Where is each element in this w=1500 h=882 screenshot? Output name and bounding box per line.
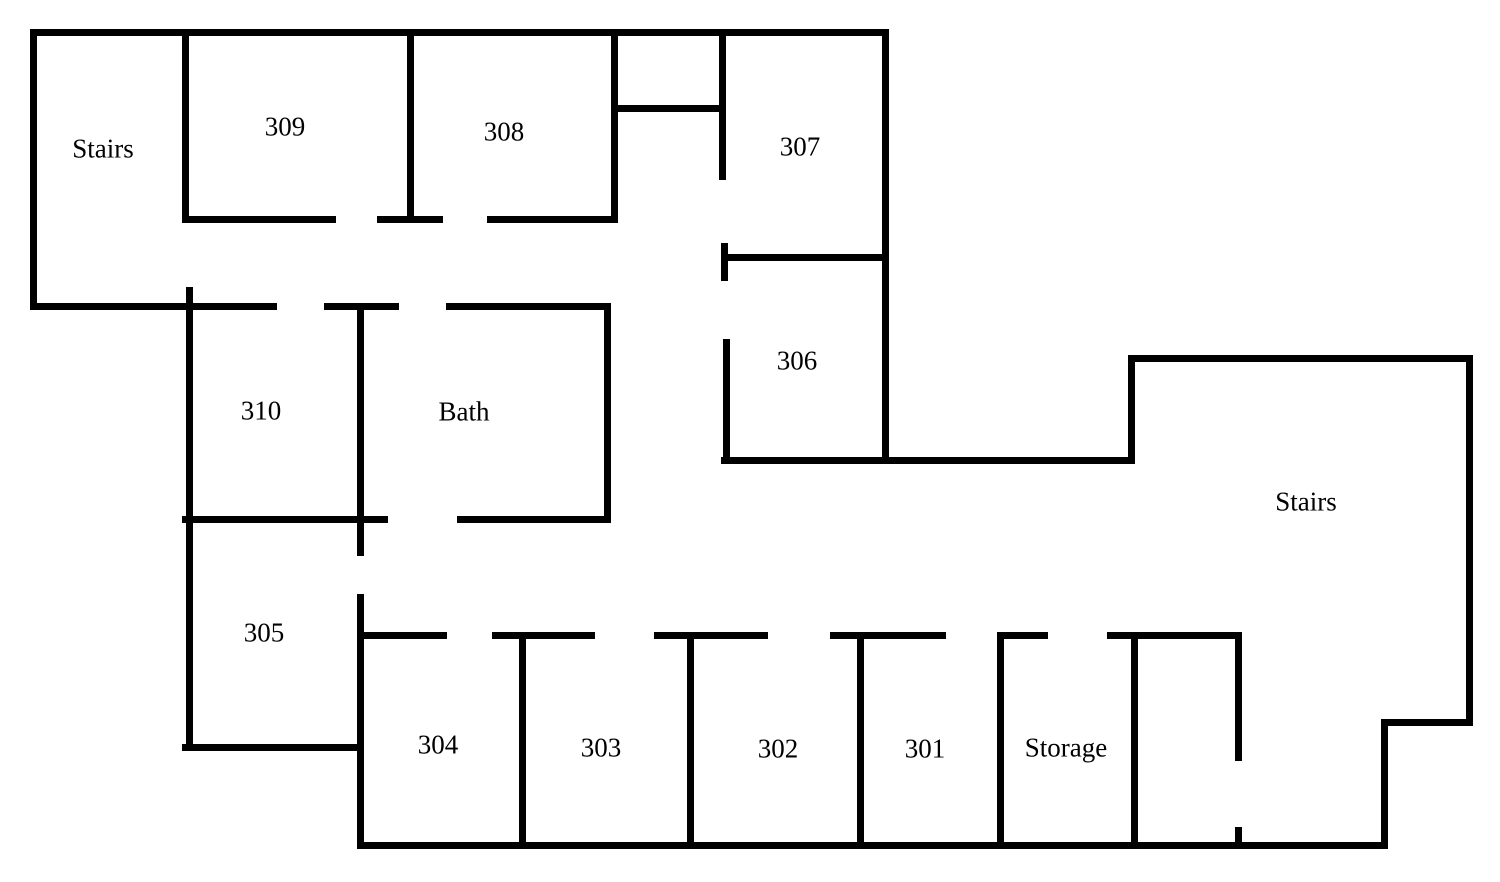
wall-segment [182,516,388,523]
room-label-bath: Bath [438,396,490,427]
room-label-302: 302 [757,733,799,764]
wall-segment [726,254,889,261]
wall-segment [687,632,694,849]
room-label-storage: Storage [1024,732,1108,763]
wall-segment [30,29,889,36]
wall-segment [357,842,1388,849]
wall-segment [182,744,364,751]
wall-segment [611,29,618,223]
room-label-303: 303 [580,732,622,763]
wall-segment [1466,355,1473,726]
wall-segment [1381,719,1473,726]
room-label-307: 307 [779,131,821,162]
wall-segment [882,29,889,464]
wall-segment [357,594,364,849]
wall-segment [611,105,726,112]
wall-segment [1128,355,1473,362]
wall-segment [1235,632,1242,761]
wall-segment [1131,632,1138,849]
wall-segment [30,303,277,310]
wall-segment [1128,355,1135,464]
wall-segment [830,632,946,639]
room-label-stairs: Stairs [72,133,134,164]
wall-segment [654,632,768,639]
room-label-309: 309 [264,111,306,142]
wall-segment [357,632,447,639]
wall-segment [407,29,414,223]
wall-segment [723,339,730,464]
wall-segment [519,632,526,849]
wall-segment [1107,632,1242,639]
wall-segment [30,29,37,310]
wall-segment [719,29,726,180]
room-label-304: 304 [417,729,459,760]
room-label-305: 305 [243,617,285,648]
wall-segment [997,632,1004,849]
wall-segment [721,457,1135,464]
wall-segment [186,287,193,751]
room-label-308: 308 [483,116,525,147]
room-label-301: 301 [904,733,946,764]
wall-segment [487,216,618,223]
room-label-306: 306 [776,345,818,376]
wall-segment [446,303,611,310]
wall-segment [857,632,864,849]
room-label-310: 310 [240,395,282,426]
wall-segment [997,632,1048,639]
wall-segment [604,303,611,523]
wall-segment [1235,827,1242,849]
wall-segment [182,216,336,223]
wall-segment [182,29,189,223]
wall-segment [721,243,728,281]
wall-segment [457,516,611,523]
wall-segment [357,303,364,556]
room-label-stairs: Stairs [1275,486,1337,517]
wall-segment [1381,719,1388,849]
wall-segment [492,632,595,639]
